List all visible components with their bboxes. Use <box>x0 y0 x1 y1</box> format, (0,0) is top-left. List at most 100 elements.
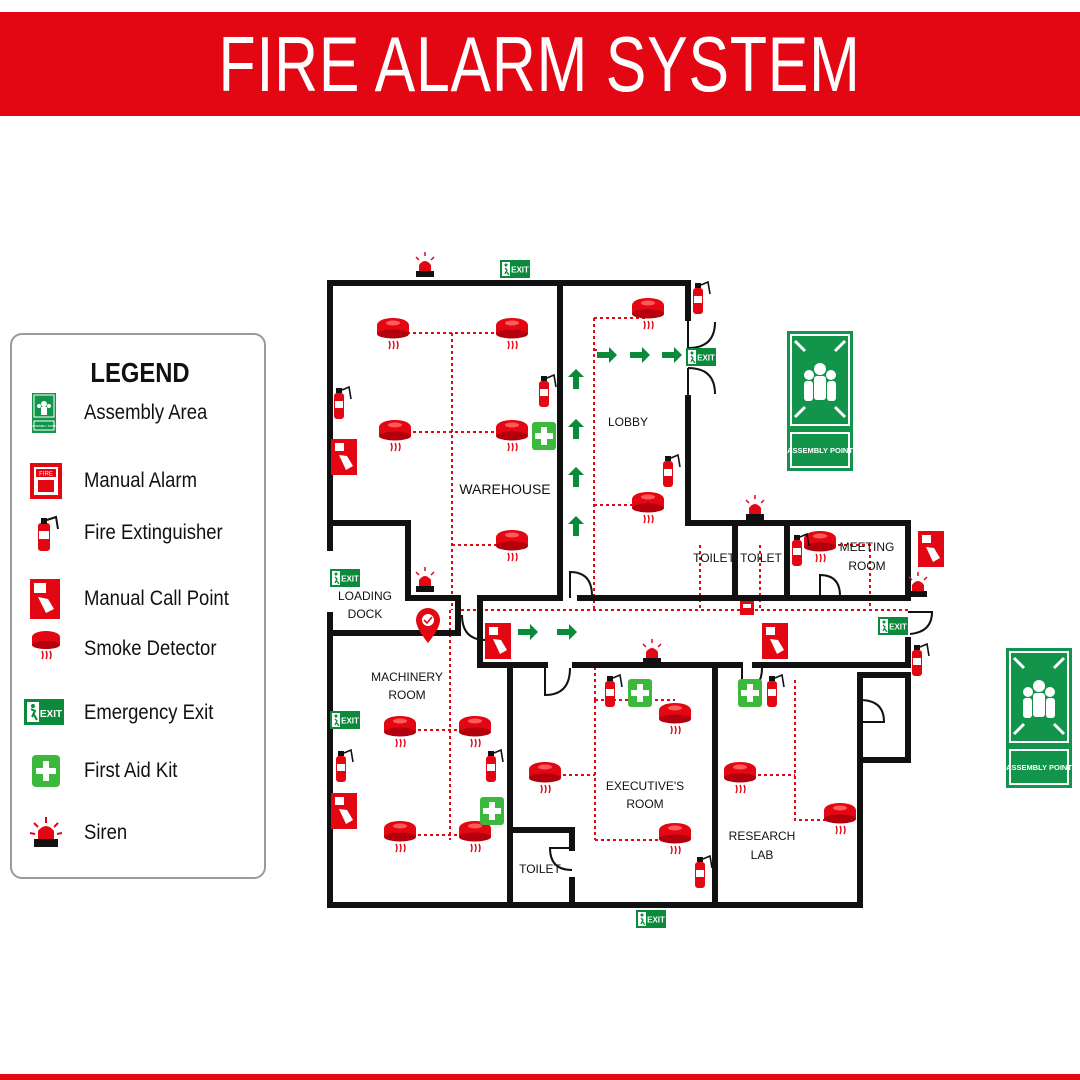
smoke-detector-icon <box>658 822 692 855</box>
room-label-machinery-line1: MACHINERY <box>371 670 443 684</box>
siren-icon <box>415 566 435 593</box>
room-label-research-line2: LAB <box>751 848 774 862</box>
manual-call-point-icon <box>331 793 357 829</box>
siren-icon <box>908 571 928 598</box>
smoke-detector-icon <box>378 419 412 452</box>
fire-extinguisher-icon <box>662 454 681 488</box>
emergency-exit-icon: EXIT <box>24 699 64 725</box>
legend-item-siren: Siren <box>24 813 264 853</box>
room-labels: WAREHOUSE LOBBY LOADING DOCK MACHINERY R… <box>338 415 894 876</box>
manual-call-point-icon <box>485 623 511 659</box>
smoke-detector-icon <box>458 820 492 853</box>
manual-call-point-icon <box>918 531 944 567</box>
emergency-exit-icon <box>635 909 667 929</box>
fire-extinguisher-icon <box>38 515 59 551</box>
siren-icon <box>642 638 662 665</box>
evacuation-arrow-icon <box>597 347 617 363</box>
legend-item-fire-extinguisher: Fire Extinguisher <box>24 513 264 553</box>
room-label-executive-line2: ROOM <box>626 797 663 811</box>
evacuation-arrow-icon <box>568 369 584 389</box>
smoke-detector-icon <box>32 631 60 660</box>
legend-item-manual-call-point: Manual Call Point <box>24 579 264 619</box>
emergency-exit-icon <box>329 568 361 588</box>
manual-alarm-icon <box>740 601 754 615</box>
legend-item-assembly-area: ASSEMBLY POINT Assembly Area <box>24 393 264 433</box>
first-aid-kit-icon <box>480 797 504 825</box>
legend-label: Assembly Area <box>84 401 208 424</box>
assembly-area-icon: ASSEMBLY POINT <box>31 393 57 433</box>
smoke-detector-icon <box>528 761 562 794</box>
legend-label: First Aid Kit <box>84 759 178 782</box>
fire-extinguisher-icon <box>766 674 785 708</box>
manual-call-point-icon <box>762 623 788 659</box>
legend-label: Smoke Detector <box>84 637 217 660</box>
smoke-detector-icon <box>658 702 692 735</box>
room-label-machinery-line2: ROOM <box>388 688 425 702</box>
evacuation-arrow-icon <box>568 516 584 536</box>
room-label-meeting-line1: MEETING <box>840 540 895 554</box>
evacuation-arrow-icon <box>568 467 584 487</box>
evacuation-arrow-icon <box>518 624 538 640</box>
first-aid-kit-icon <box>532 422 556 450</box>
assembly-point-icon <box>785 329 855 473</box>
siren-icon <box>29 817 63 847</box>
smoke-detector-icon <box>631 491 665 524</box>
bottom-border <box>0 1074 1080 1080</box>
svg-text:EXIT: EXIT <box>40 709 62 720</box>
svg-text:FIRE: FIRE <box>39 472 53 478</box>
legend-title: LEGEND <box>90 357 190 388</box>
fire-extinguisher-icon <box>692 281 711 315</box>
room-label-meeting-line2: ROOM <box>848 559 885 573</box>
room-label-warehouse: WAREHOUSE <box>459 481 550 497</box>
first-aid-kit-icon <box>628 679 652 707</box>
legend-item-first-aid-kit: First Aid Kit <box>24 751 264 791</box>
manual-alarm-icon: FIRE <box>30 463 62 499</box>
smoke-detector-icon <box>723 761 757 794</box>
smoke-detector-icon <box>495 317 529 350</box>
smoke-detector-icon <box>383 715 417 748</box>
siren-icon <box>415 251 435 278</box>
emergency-exit-icon <box>499 259 531 279</box>
room-label-executive-line1: EXECUTIVE'S <box>606 779 684 793</box>
evacuation-arrow-icon <box>557 624 577 640</box>
svg-text:ASSEMBLY POINT: ASSEMBLY POINT <box>31 424 57 428</box>
smoke-detector-icon <box>458 715 492 748</box>
room-label-loading-dock-line2: DOCK <box>348 607 383 621</box>
emergency-exit-icon <box>329 710 361 730</box>
legend-label: Manual Call Point <box>84 587 229 610</box>
legend-label: Siren <box>84 821 128 844</box>
title-banner: FIRE ALARM SYSTEM <box>0 12 1080 116</box>
fire-extinguisher-icon <box>911 643 930 677</box>
legend-label: Emergency Exit <box>84 701 214 724</box>
room-label-loading-dock-line1: LOADING <box>338 589 392 603</box>
smoke-detector-icon <box>383 820 417 853</box>
manual-call-point-icon <box>331 439 357 475</box>
siren-icon <box>745 494 765 521</box>
fire-extinguisher-icon <box>335 749 354 783</box>
smoke-detector-icon <box>803 530 837 563</box>
first-aid-kit-icon <box>738 679 762 707</box>
fire-extinguisher-icon <box>694 855 713 889</box>
smoke-detector-icon <box>376 317 410 350</box>
room-label-toilet-1: TOILET <box>693 551 735 565</box>
smoke-detector-icon <box>495 419 529 452</box>
room-label-lobby: LOBBY <box>608 415 648 429</box>
legend-label: Fire Extinguisher <box>84 521 223 544</box>
manual-call-point-icon <box>30 579 60 619</box>
room-label-research-line1: RESEARCH <box>729 829 796 843</box>
assembly-point-icon <box>1004 646 1074 790</box>
fire-extinguisher-icon <box>604 674 623 708</box>
first-aid-kit-icon <box>32 755 60 787</box>
legend-label: Manual Alarm <box>84 469 197 492</box>
room-label-toilet-2: TOILET <box>740 551 782 565</box>
emergency-exit-icon <box>685 347 717 367</box>
emergency-exit-icon <box>877 616 909 636</box>
evacuation-arrow-icon <box>568 419 584 439</box>
room-label-toilet-3: TOILET <box>519 862 561 876</box>
fire-extinguisher-icon <box>485 749 504 783</box>
smoke-detector-icon <box>823 802 857 835</box>
legend-panel: LEGEND ASSEMBLY POINT Assembly Area FIRE… <box>10 333 266 879</box>
evacuation-arrow-icon <box>630 347 650 363</box>
evacuation-arrow-icon <box>662 347 682 363</box>
